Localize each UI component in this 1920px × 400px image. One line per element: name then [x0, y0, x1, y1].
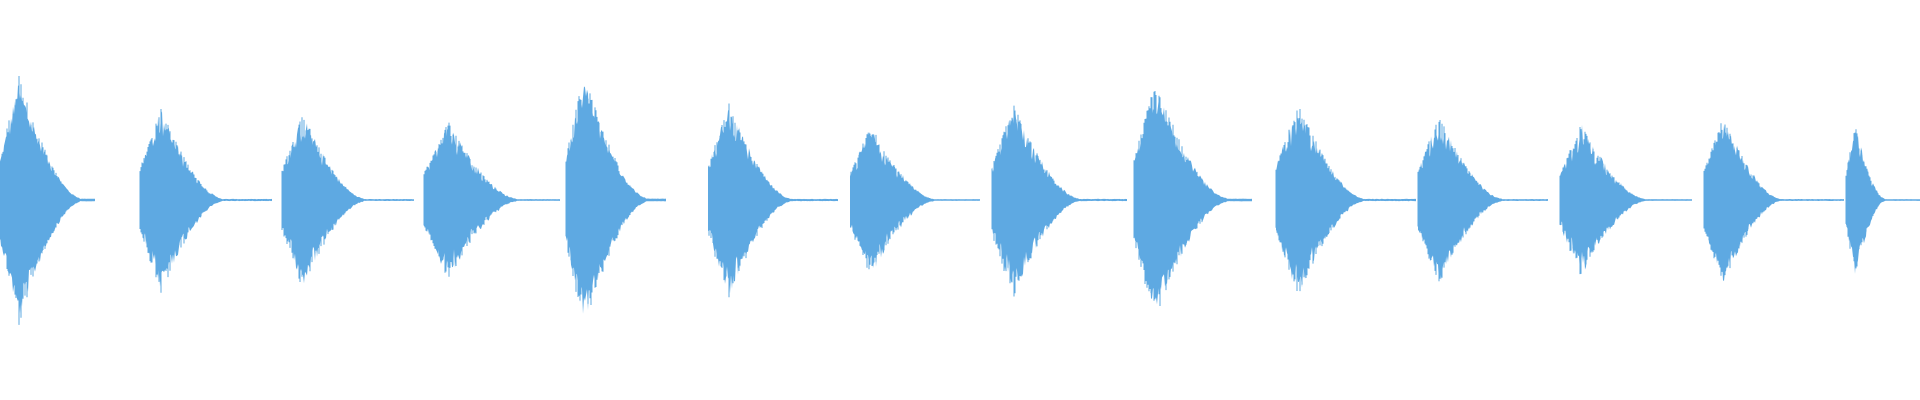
waveform-hit — [708, 103, 838, 298]
waveform-hit — [1417, 120, 1548, 282]
waveform-envelope — [850, 132, 980, 268]
waveform-hits — [0, 76, 1920, 325]
waveform-envelope — [1276, 117, 1416, 288]
waveform-hit — [1275, 109, 1416, 292]
waveform-hit — [1845, 129, 1920, 274]
waveform-hit — [1703, 123, 1844, 281]
waveform-hit — [565, 86, 666, 314]
waveform-hit — [139, 109, 272, 293]
waveform-envelope — [1418, 128, 1548, 282]
waveform-hit — [423, 122, 560, 277]
waveform-hit — [991, 105, 1127, 297]
waveform-hit — [0, 76, 95, 325]
waveform-envelope — [1134, 97, 1252, 305]
waveform-hit — [1559, 124, 1692, 275]
waveform-hit — [850, 132, 980, 270]
waveform-hit — [281, 117, 414, 284]
waveform-hit — [1133, 91, 1252, 306]
